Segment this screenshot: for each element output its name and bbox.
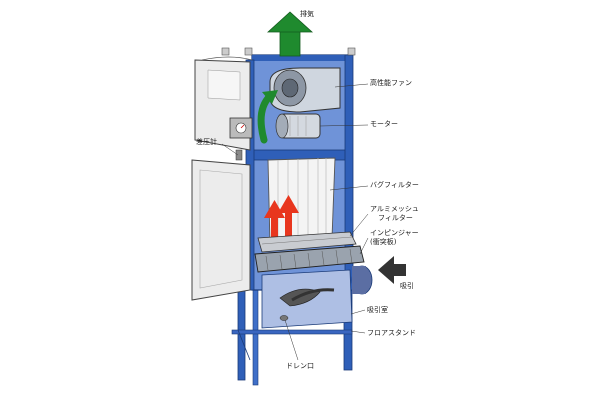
- label-bag-filter: バグフィルター: [370, 181, 419, 189]
- intake-duct: [351, 265, 373, 295]
- label-floor-stand: フロアスタンド: [367, 329, 416, 337]
- label-intake: 吸引: [400, 282, 414, 290]
- dust-chamber: [261, 269, 353, 329]
- filtered-air-arrows: [264, 195, 299, 237]
- label-exhaust: 排気: [300, 10, 314, 18]
- bag-filter: [267, 157, 336, 245]
- motor: [275, 113, 321, 139]
- label-impinger-line1: インピンジャー: [370, 229, 419, 237]
- label-aluminum-mesh-line2: フィルター: [378, 214, 413, 222]
- exhaust-arrow: [266, 11, 314, 57]
- label-aluminum-mesh: アルミメッシュ フィルター: [370, 205, 419, 223]
- label-pressure-gauge: 差圧計: [196, 138, 217, 146]
- label-fan: 高性能ファン: [370, 79, 412, 87]
- leader-lines: [221, 83, 369, 361]
- aluminum-mesh-filter: [257, 231, 357, 253]
- label-drain: ドレン口: [286, 362, 314, 370]
- intake-arrow: [378, 256, 406, 284]
- fan-housing: [269, 67, 341, 113]
- label-motor: モーター: [370, 120, 398, 128]
- label-dust-chamber: 吸引室: [367, 306, 388, 314]
- fan-airflow-arrow: [257, 90, 278, 144]
- label-impinger: インピンジャー (衝突板): [370, 229, 419, 247]
- lower-door: [191, 159, 251, 301]
- label-aluminum-mesh-line1: アルミメッシュ: [370, 205, 419, 213]
- pressure-gauge: [229, 117, 253, 161]
- label-impinger-line2: (衝突板): [370, 238, 397, 246]
- impinger-plate: [254, 245, 365, 273]
- top-brackets: [221, 47, 356, 56]
